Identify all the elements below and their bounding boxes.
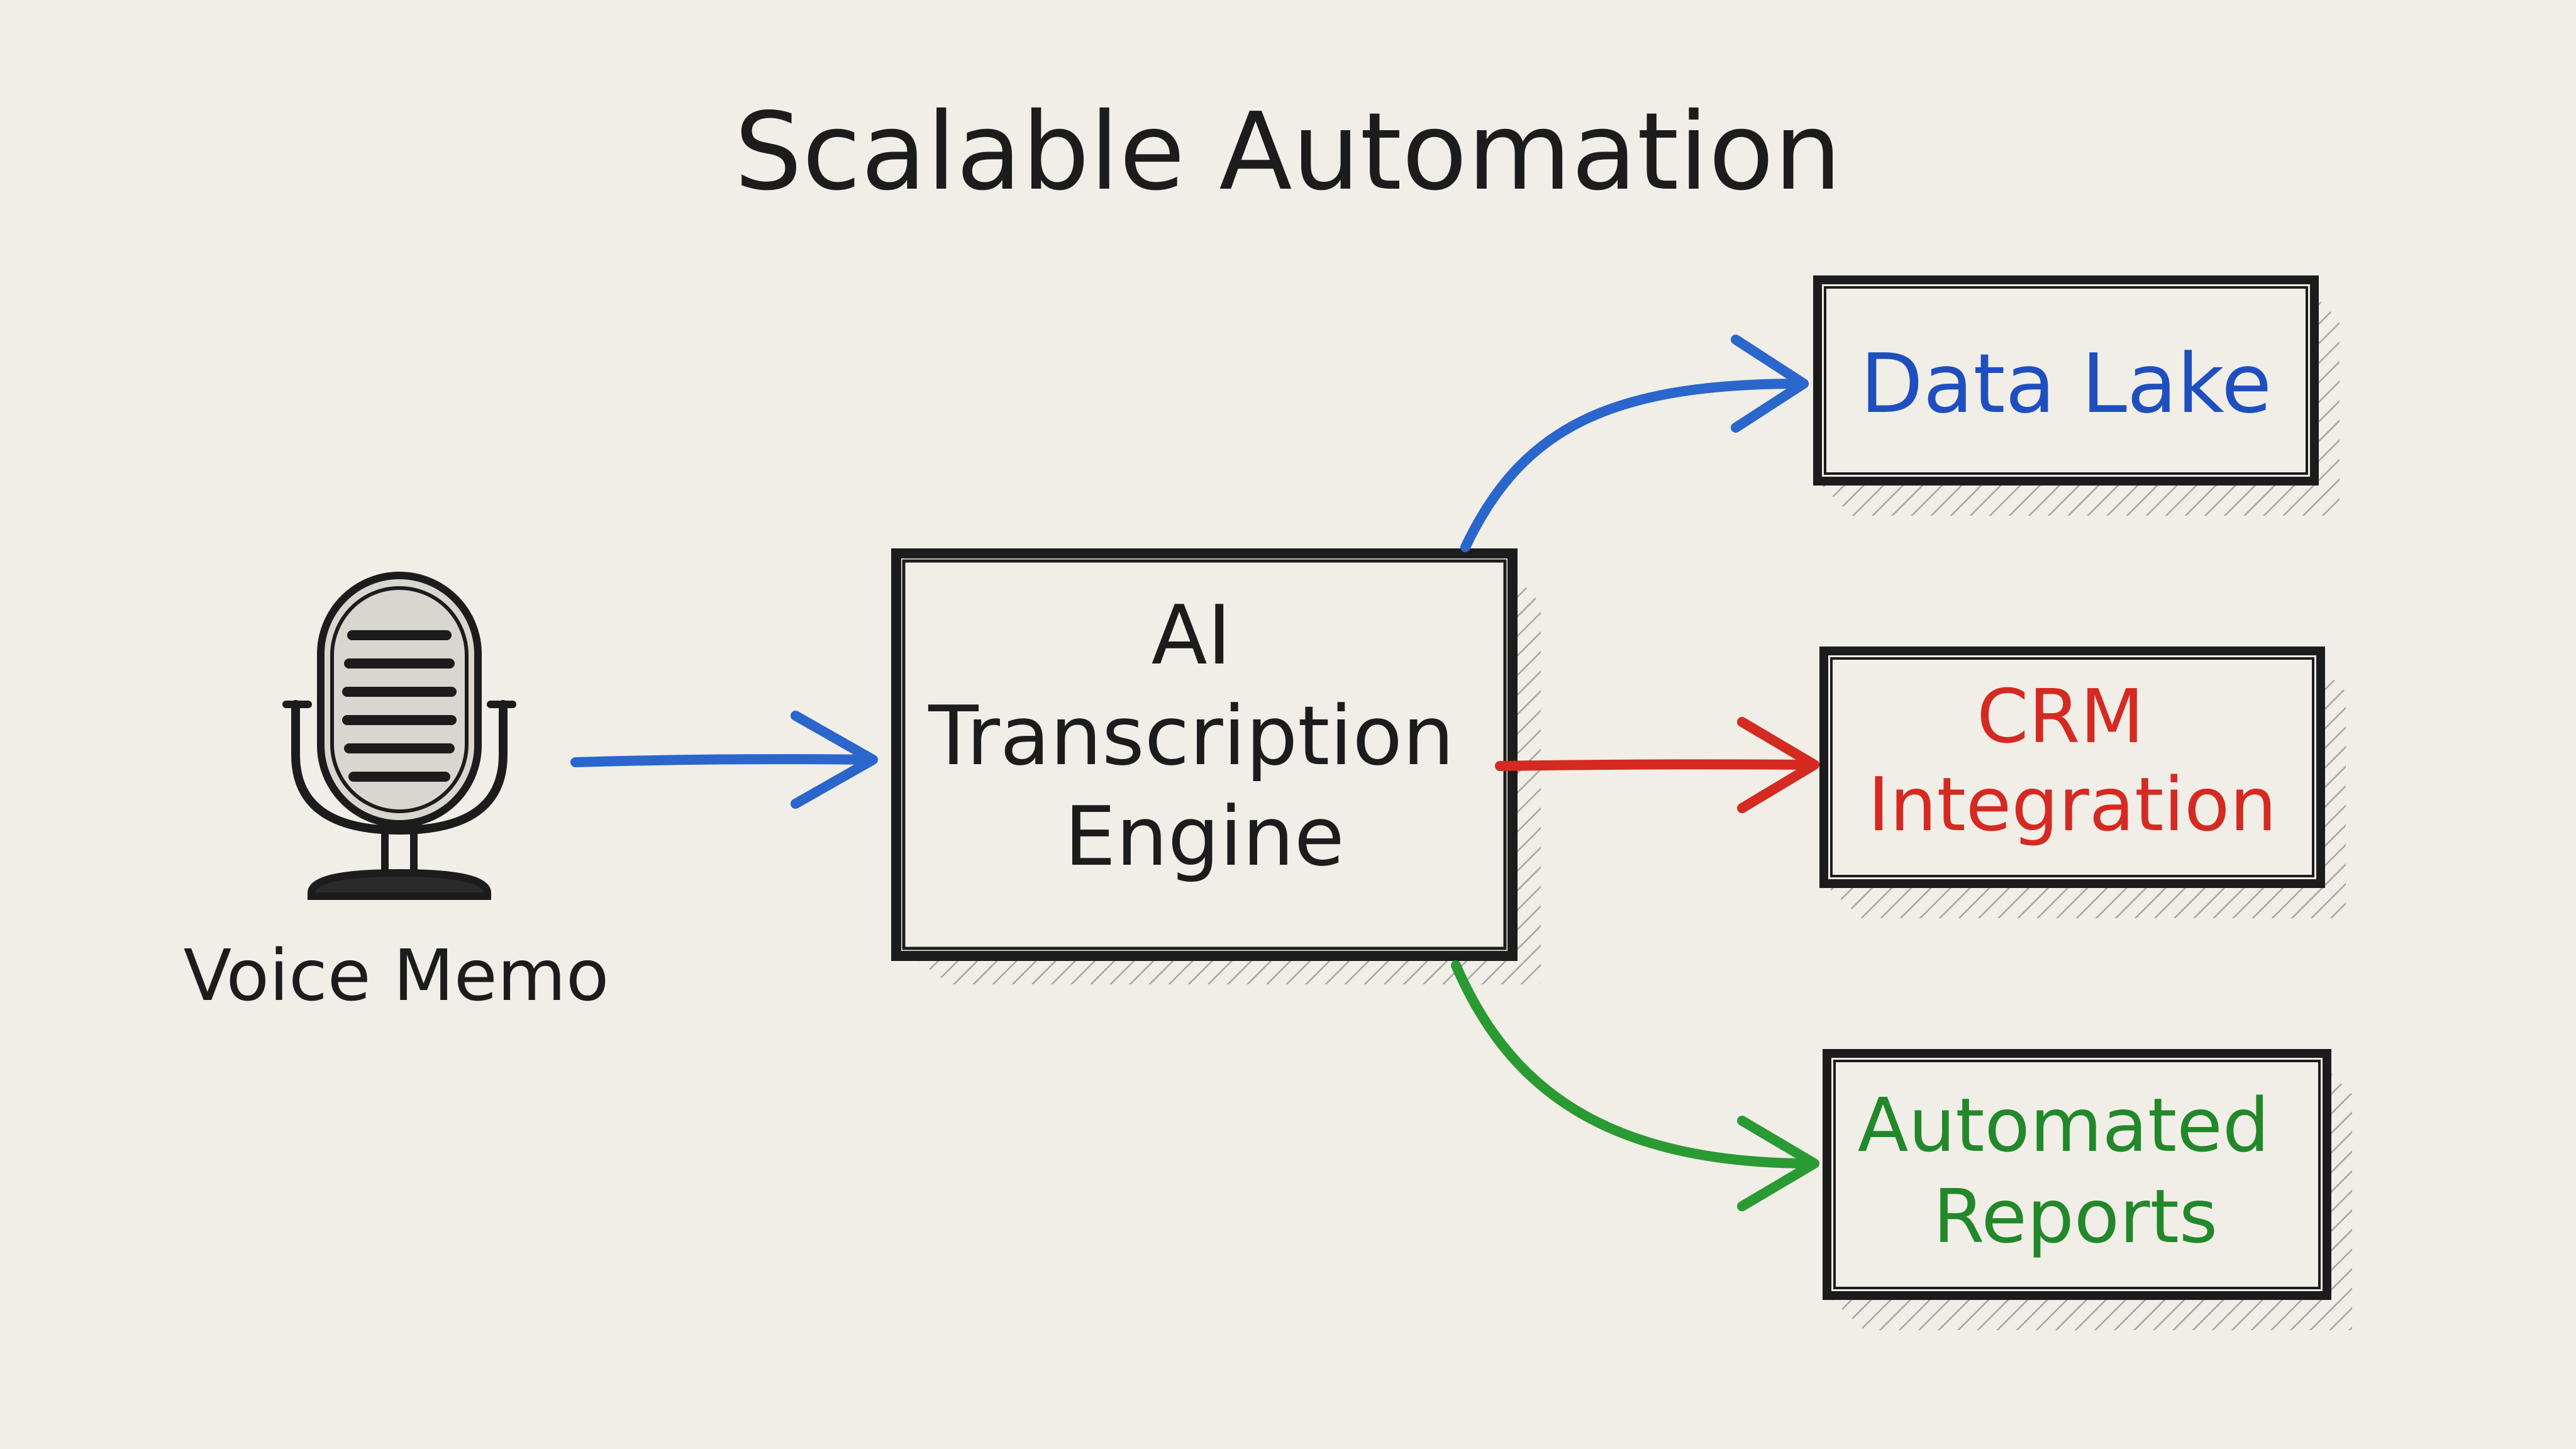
reports-label-line-2: Reports bbox=[1933, 1173, 2218, 1260]
diagram-title: Scalable Automation bbox=[735, 90, 1842, 214]
crm-integration-box bbox=[1819, 647, 2346, 918]
automated-reports-label: Automated Reports bbox=[1858, 1082, 2294, 1260]
engine-label-line-2: Transcription bbox=[928, 688, 1454, 784]
engine-label-line-3: Engine bbox=[1064, 789, 1345, 884]
data-lake-label: Data Lake bbox=[1860, 336, 2272, 431]
input-arrow bbox=[570, 711, 878, 809]
arrow-to-crm bbox=[1495, 717, 1819, 813]
crm-label-line-1: CRM bbox=[1977, 673, 2144, 760]
reports-label-line-1: Automated bbox=[1858, 1082, 2270, 1169]
transcription-engine-box bbox=[891, 548, 1541, 984]
crm-label-line-2: Integration bbox=[1868, 761, 2277, 848]
arrow-to-reports bbox=[1451, 960, 1819, 1211]
voice-memo-label: Voice Memo bbox=[184, 935, 609, 1017]
microphone-icon bbox=[282, 572, 516, 900]
data-lake-box bbox=[1813, 275, 2340, 516]
crm-integration-label: CRM Integration bbox=[1868, 673, 2277, 848]
automated-reports-box bbox=[1823, 1049, 2352, 1330]
engine-label: AI Transcription Engine bbox=[928, 587, 1480, 884]
arrow-to-data-lake bbox=[1460, 335, 1809, 552]
engine-label-line-1: AI bbox=[1152, 587, 1231, 683]
